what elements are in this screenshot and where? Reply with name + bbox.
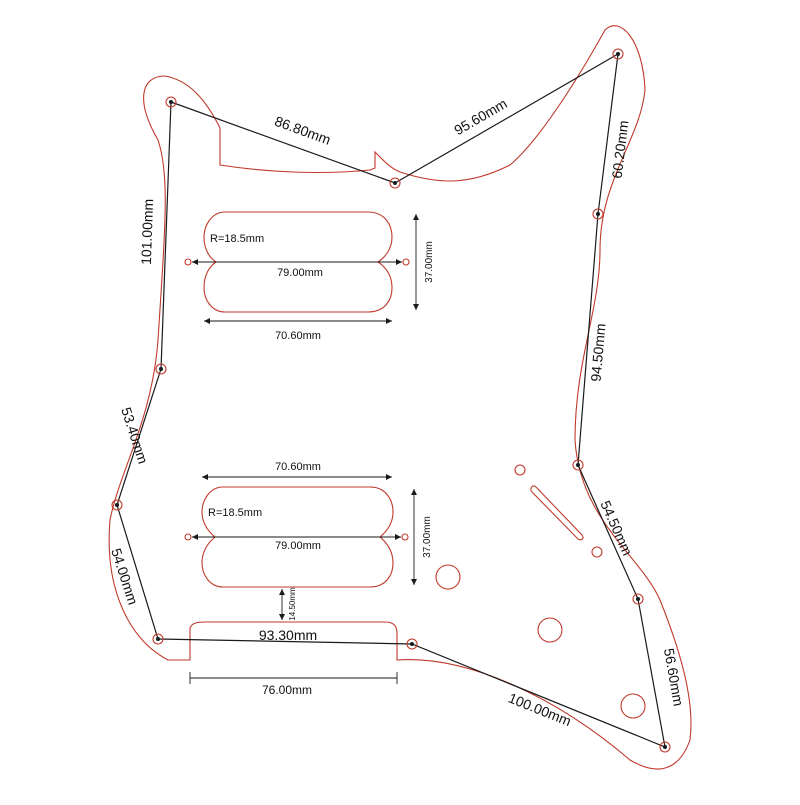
dim-label-right-lower: 54.50mm [597, 498, 635, 558]
neck-pickup-screw-hole-right [402, 258, 410, 266]
mounting-hole-center [169, 100, 173, 104]
neck-pickup-cutout [203, 211, 393, 313]
pickguard-outline [108, 25, 692, 770]
mounting-hole-center [663, 745, 667, 749]
mounting-hole [152, 633, 164, 645]
mounting-hole [165, 96, 177, 108]
mounting-hole [406, 638, 418, 650]
mounting-hole-center [115, 503, 119, 507]
dim-label-right-upper: 60.20mm [609, 119, 632, 179]
dim-label-left-upper: 101.00mm [138, 198, 156, 265]
mounting-hole-center [576, 463, 580, 467]
mounting-hole-center [410, 642, 414, 646]
cutout-width-label: 76.00mm [262, 683, 312, 697]
control-hole-tone-1 [537, 617, 563, 643]
mounting-hole [572, 459, 584, 471]
control-hole-volume [435, 564, 461, 590]
mounting-hole-center [616, 52, 620, 56]
mounting-hole [111, 499, 123, 511]
mounting-hole-center [393, 181, 397, 185]
neck-pickup: R=18.5mm 79.00mm 70.60mm 37.00mm [184, 211, 435, 342]
dim-label-right-bottom: 56.60mm [661, 647, 687, 707]
neck-pickup-screw-hole-left [184, 258, 192, 266]
small-hole-top [514, 464, 526, 476]
mounting-hole [592, 208, 604, 220]
bridge-pickup-cutout [201, 486, 394, 588]
neck-pole-span-label: 79.00mm [277, 267, 323, 279]
perimeter-dimension-chain [116, 52, 666, 748]
mounting-hole-center [636, 597, 640, 601]
mounting-hole [632, 593, 644, 605]
mounting-hole-center [159, 367, 163, 371]
dim-label-right-middle: 94.50mm [588, 323, 609, 383]
bridge-pickup-screw-hole-right [401, 533, 409, 541]
bridge-pickup: 70.60mm R=18.5mm 79.00mm 37.00mm 14.50mm [184, 461, 433, 621]
bridge-pickup-screw-hole-left [184, 533, 192, 541]
dim-label-left-bottom: 54.00mm [108, 546, 141, 606]
mounting-hole [659, 741, 671, 753]
mounting-hole-center [596, 212, 600, 216]
bridge-pole-span-label: 79.00mm [275, 540, 321, 552]
small-hole-bottom [591, 546, 603, 558]
mounting-hole [612, 48, 624, 60]
switch-slot [530, 485, 584, 541]
bridge-gap-label: 14.50mm [288, 587, 297, 621]
mounting-hole [389, 177, 401, 189]
dim-label-bottom-inner: 93.30mm [259, 627, 317, 643]
neck-radius-label: R=18.5mm [210, 233, 264, 245]
neck-width-label: 70.60mm [275, 330, 321, 342]
mounting-hole [155, 363, 167, 375]
mounting-hole-center [156, 637, 160, 641]
bridge-radius-label: R=18.5mm [208, 507, 262, 519]
control-hole-tone-2 [620, 693, 646, 719]
bridge-height-label: 37.00mm [422, 516, 433, 558]
dim-label-top-right: 95.60mm [451, 95, 510, 138]
bridge-width-label: 70.60mm [275, 461, 321, 473]
neck-height-label: 37.00mm [424, 241, 435, 283]
mounting-holes [111, 48, 671, 753]
